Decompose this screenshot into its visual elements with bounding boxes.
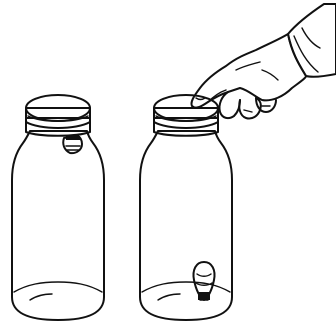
lid-icon [26, 95, 90, 128]
lid-icon [154, 95, 218, 128]
jar-icon [12, 131, 104, 320]
pupa-icon [193, 262, 214, 300]
pupa-icon [63, 136, 82, 153]
jar-left [12, 95, 104, 320]
jar-right [140, 95, 232, 320]
jar-icon [140, 131, 232, 320]
